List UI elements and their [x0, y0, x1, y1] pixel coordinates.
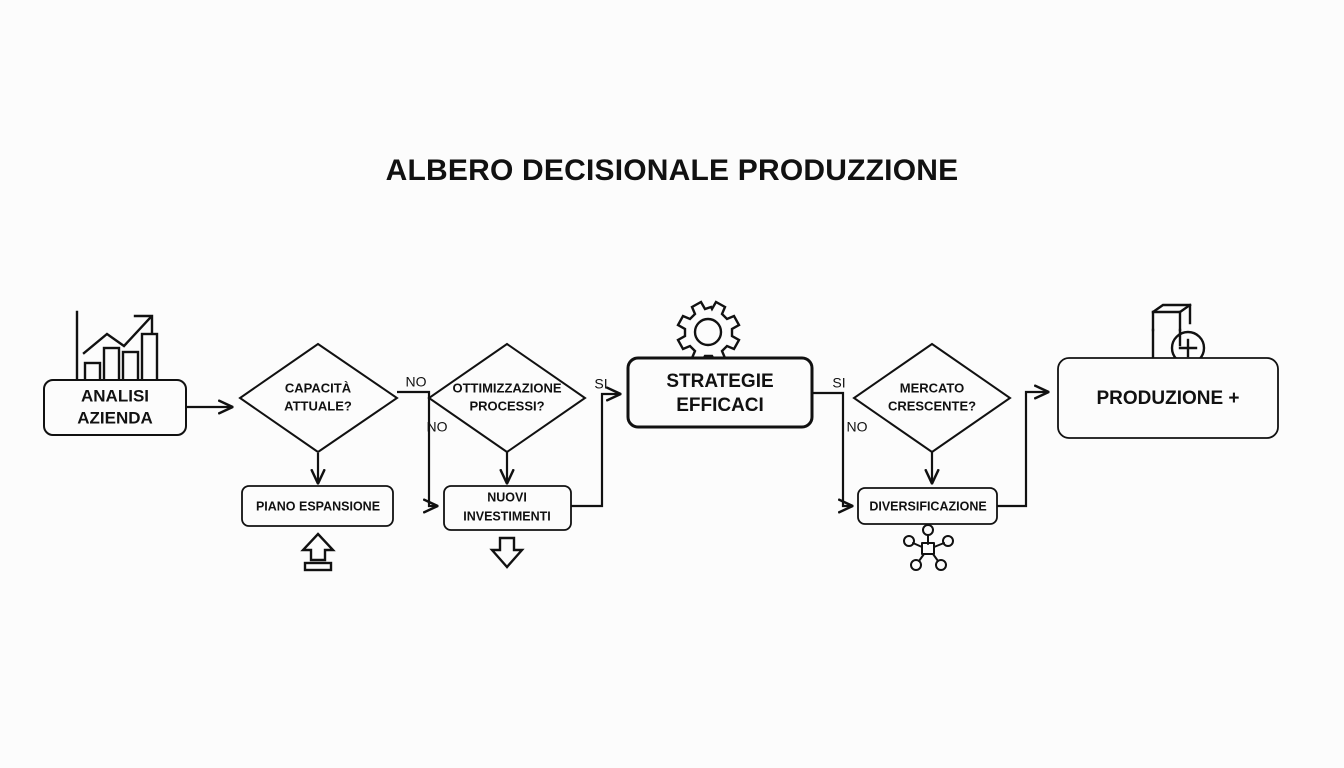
- node-label-diversificazione: DIVERSIFICAZIONE: [869, 499, 986, 513]
- node-label-analisi-line2: AZIENDA: [77, 408, 153, 427]
- node-box-piano-espansione[interactable]: [241, 485, 394, 527]
- edge-labels-layer: NO NO SI SI NO: [406, 374, 868, 435]
- node-label-produzione-plus: PRODUZIONE +: [1096, 388, 1239, 409]
- node-box-diversificazione[interactable]: [857, 487, 998, 525]
- edge-label-capacita-no: NO: [406, 374, 427, 390]
- node-label-piano-espansione: PIANO ESPANSIONE: [256, 499, 380, 513]
- edges-layer: [186, 392, 1048, 506]
- node-label-analisi-line1: ANALISI: [81, 386, 149, 405]
- node-piano-espansione[interactable]: PIANO ESPANSIONE: [241, 485, 394, 572]
- edge-nuovi-si-to-strategie: [571, 394, 620, 508]
- node-diamond-capacita-attuale[interactable]: [238, 342, 399, 454]
- node-box-analisi-azienda[interactable]: [43, 379, 187, 436]
- node-label-strategie-line1: STRATEGIE: [666, 371, 773, 392]
- node-box-nuovi-investimenti[interactable]: [443, 485, 572, 531]
- download-arrow-icon: [489, 536, 525, 569]
- edge-strategie-to-diversificazione: [812, 391, 852, 506]
- milk-carton-plus-icon: [1151, 303, 1206, 366]
- edge-label-capacita-giu: NO: [427, 419, 448, 435]
- node-label-capacita-line1: CAPACITÀ: [285, 380, 352, 395]
- node-analisi-azienda[interactable]: ANALISI AZIENDA: [43, 310, 187, 436]
- edge-label-mercato-si: SI: [832, 375, 845, 391]
- node-nuovi-investimenti[interactable]: NUOVI INVESTIMENTI: [443, 485, 572, 569]
- node-box-produzione-plus[interactable]: [1057, 357, 1279, 439]
- bar-chart-growth-icon: [75, 310, 159, 384]
- network-hub-icon: [903, 524, 954, 571]
- node-mercato-crescente[interactable]: MERCATO CRESCENTE?: [852, 342, 1012, 454]
- node-label-strategie-line2: EFFICACI: [676, 395, 764, 416]
- node-ottimizzazione-processi[interactable]: OTTIMIZZAZIONE PROCESSI?: [427, 342, 587, 454]
- node-diversificazione[interactable]: DIVERSIFICAZIONE: [857, 487, 998, 571]
- edge-label-ottimizzazione-si: SI: [594, 376, 607, 392]
- edge-label-mercato-no: NO: [847, 419, 868, 435]
- node-label-ottimizzazione-line1: OTTIMIZZAZIONE: [452, 380, 561, 395]
- upload-arrow-icon: [300, 532, 336, 572]
- node-strategie-efficaci[interactable]: STRATEGIE EFFICACI: [626, 300, 814, 429]
- edge-capacita-no-to-nuovi: [397, 390, 437, 506]
- node-diamond-mercato-crescente[interactable]: [852, 342, 1012, 454]
- node-label-mercato-line1: MERCATO: [900, 380, 965, 395]
- page-title: ALBERO DECISIONALE PRODUZZIONE: [386, 154, 959, 187]
- node-label-mercato-line2: CRESCENTE?: [888, 398, 976, 413]
- node-label-capacita-line2: ATTUALE?: [284, 398, 352, 413]
- node-diamond-ottimizzazione-processi[interactable]: [427, 342, 587, 454]
- gear-icon: [676, 300, 741, 365]
- node-produzione-plus[interactable]: PRODUZIONE +: [1057, 303, 1279, 439]
- node-label-ottimizzazione-line2: PROCESSI?: [469, 398, 544, 413]
- edge-diversificazione-to-produzione: [997, 392, 1048, 508]
- node-label-nuovi-line2: INVESTIMENTI: [463, 509, 551, 523]
- node-box-strategie-efficaci[interactable]: [626, 356, 814, 429]
- node-label-nuovi-line1: NUOVI: [487, 490, 527, 504]
- node-capacita-attuale[interactable]: CAPACITÀ ATTUALE?: [238, 342, 399, 454]
